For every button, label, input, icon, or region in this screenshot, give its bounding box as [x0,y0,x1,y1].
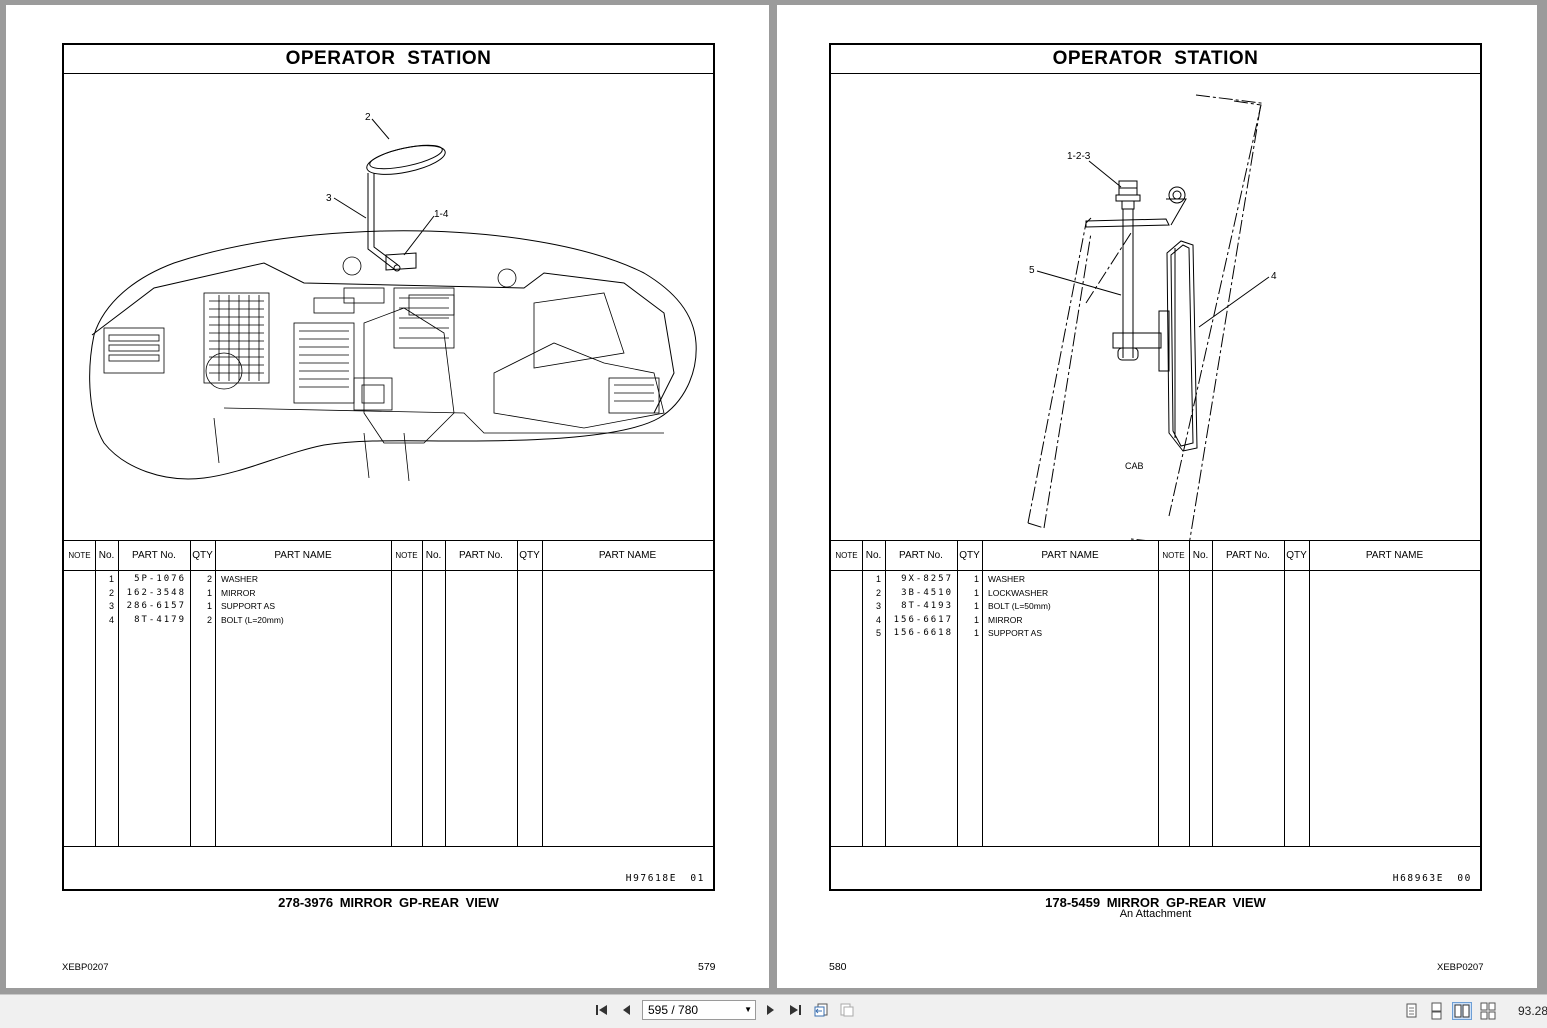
callout-3: 3 [326,193,332,204]
header-qty: QTY [192,550,213,561]
header-note-2: NOTE [1162,551,1185,560]
previous-page-icon [623,1005,630,1015]
first-page-button[interactable] [592,1002,612,1020]
header-part-name: PART NAME [1041,550,1099,561]
continuous-page-icon [1431,1002,1442,1020]
table-row: 4 156-6617 1 MIRROR [875,614,1023,625]
table-row: 4 8T-4179 2 BOLT (L=20mm) [108,614,284,625]
zoom-level[interactable]: 93.28 [1518,1004,1547,1018]
callout-5: 5 [1029,265,1035,276]
header-qty-2: QTY [1286,550,1307,561]
header-note: NOTE [68,551,91,560]
back-view-icon [814,1003,828,1017]
table-row: 3 286-6157 1 SUPPORT AS [108,601,276,611]
header-part-no-2: PART No. [459,550,503,561]
header-note-2: NOTE [395,551,418,560]
header-note: NOTE [835,551,858,560]
header-part-name: PART NAME [274,550,332,561]
next-page-button[interactable] [760,1002,780,1020]
continuous-view-button[interactable] [1426,1002,1446,1020]
document-id: XEBP0207 [62,962,109,973]
callout-1-4: 1-4 [434,209,449,220]
exploded-view-drawing: 1-2-3 5 4 CAB [1027,94,1277,540]
section-title: OPERATOR STATION [831,45,1480,74]
first-page-icon [596,1005,607,1015]
parts-table-header: NOTE No. PART No. QTY PART NAME NOTE No.… [831,540,1480,571]
page-number: 580 [829,961,847,973]
table-row: 1 5P-1076 2 WASHER [108,574,258,584]
callout-2: 2 [365,112,371,123]
table-row: 5 156-6618 1 SUPPORT AS [875,628,1043,638]
header-no-2: No. [425,550,442,561]
document-page-right: OPERATOR STATION [777,5,1537,988]
group-caption: 278-3976 MIRROR GP-REAR VIEW [278,895,499,910]
viewer-toolbar: 595 / 780 ▼ 93.28 [0,994,1547,1028]
callout-4: 4 [1271,271,1277,282]
last-page-icon [790,1005,801,1015]
header-part-name-2: PART NAME [598,550,657,561]
parts-sheet-frame: OPERATOR STATION [62,43,715,891]
two-page-icon [1454,1004,1470,1018]
group-caption: 178-5459 MIRROR GP-REAR VIEW [1045,895,1266,910]
page-number: 579 [698,961,716,973]
page-number-input[interactable]: 595 / 780 ▼ [642,1000,756,1020]
chevron-down-icon[interactable]: ▼ [744,1005,752,1014]
header-part-no: PART No. [132,550,176,561]
page-indicator: 595 / 780 [648,1003,699,1017]
header-no: No. [865,550,882,561]
single-page-view-button[interactable] [1401,1002,1421,1020]
table-row: 3 8T-4193 1 BOLT (L=50mm) [875,601,1051,611]
parts-sheet-frame: OPERATOR STATION [829,43,1482,891]
parts-table-header: NOTE No. PART No. QTY PART NAME NOTE No.… [64,540,713,571]
group-subcaption: An Attachment [1119,908,1192,920]
section-title: OPERATOR STATION [64,45,713,74]
table-column-lines [64,540,713,846]
table-row: 1 9X-8257 1 WASHER [875,574,1025,584]
header-part-no: PART No. [899,550,943,561]
drawing-code: H68963E 00 [1392,873,1472,884]
drawing-code: H97618E 01 [625,873,705,884]
exploded-view-drawing: 2 3 1-4 [89,112,697,482]
table-row: 2 3B-4510 1 LOCKWASHER [875,587,1049,598]
forward-view-icon [840,1003,854,1017]
previous-page-button[interactable] [617,1002,637,1020]
table-row: 2 162-3548 1 MIRROR [108,587,256,598]
two-page-view-button[interactable] [1452,1002,1472,1020]
single-page-icon [1406,1003,1417,1018]
table-column-lines [831,540,1480,846]
header-no: No. [98,550,115,561]
header-no-2: No. [1192,550,1209,561]
cab-label: CAB [1125,461,1144,471]
callout-1-2-3: 1-2-3 [1067,151,1091,162]
go-back-view-button[interactable] [811,1002,831,1020]
next-page-icon [767,1005,774,1015]
header-part-no-2: PART No. [1226,550,1270,561]
go-forward-view-button[interactable] [837,1002,857,1020]
two-page-continuous-icon [1480,1002,1496,1020]
table-bottom-rule [831,846,1480,847]
header-part-name-2: PART NAME [1365,550,1424,561]
last-page-button[interactable] [785,1002,805,1020]
table-bottom-rule [64,846,713,847]
header-qty: QTY [959,550,980,561]
header-qty-2: QTY [519,550,540,561]
two-page-continuous-view-button[interactable] [1478,1002,1498,1020]
document-id: XEBP0207 [1437,962,1484,973]
document-page-left: OPERATOR STATION [6,5,769,988]
